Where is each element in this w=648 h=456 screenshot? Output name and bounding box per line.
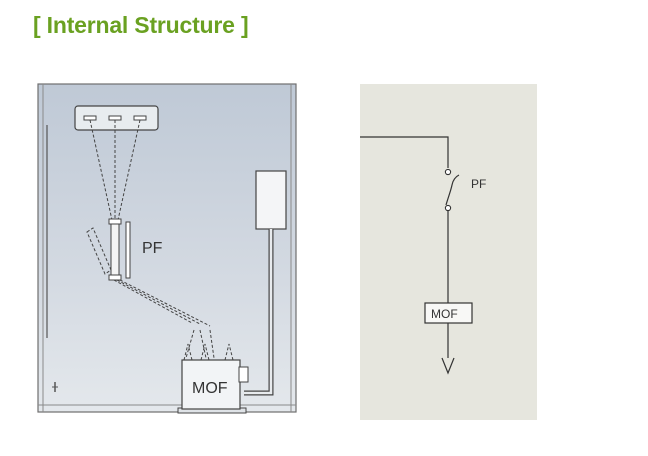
single-line-diagram: PF MOF (360, 84, 537, 420)
cabinet-view: PF MOF (37, 83, 297, 414)
pf-switch-symbol (445, 174, 460, 206)
cabinet-body (37, 83, 297, 413)
pf-structure-label: PF (142, 240, 163, 257)
pf-terminal-top (444, 168, 452, 176)
pf-terminal-bottom (444, 204, 452, 212)
mof-structure-label: MOF (192, 380, 228, 397)
ground-arrow (441, 357, 455, 375)
pf-diagram-label: PF (471, 177, 486, 191)
page-title: [ Internal Structure ] (33, 12, 249, 38)
pf-fuse-body (86, 218, 131, 281)
mof-unit (177, 343, 249, 414)
meter-box (255, 170, 287, 230)
mof-diagram-label: MOF (431, 307, 458, 321)
